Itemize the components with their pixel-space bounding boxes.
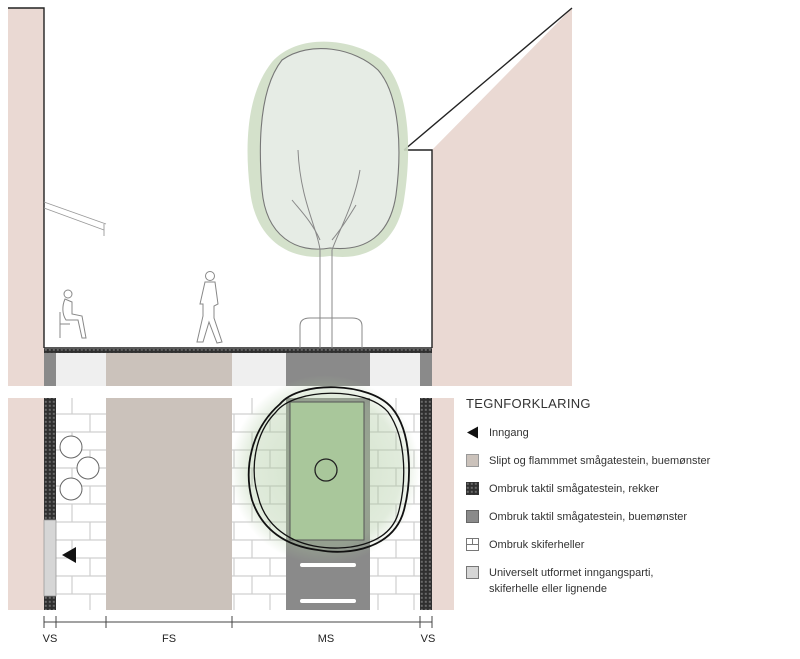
legend: TEGNFORKLARING Inngang Slipt og flammmet… bbox=[466, 396, 796, 609]
tree-elevation bbox=[247, 41, 409, 348]
street-plan bbox=[8, 375, 454, 610]
seat-circle bbox=[76, 456, 100, 480]
legend-label: Inngang bbox=[489, 427, 529, 439]
legend-item-entrance: Inngang bbox=[466, 425, 796, 441]
dimension-label-ms: MS bbox=[318, 633, 335, 645]
legend-label: Ombruk taktil smågatestein, rekker bbox=[489, 483, 659, 495]
dimension-label-vs-left: VS bbox=[43, 633, 58, 645]
tactile-rows-right bbox=[420, 398, 432, 610]
stair-railing bbox=[43, 201, 107, 236]
left-building bbox=[8, 8, 44, 386]
universal-entrance bbox=[43, 519, 57, 597]
legend-label: Ombruk skiferheller bbox=[489, 539, 585, 551]
seat-circle bbox=[59, 477, 83, 501]
entrance-arrow-icon bbox=[467, 426, 478, 439]
seated-person-icon bbox=[59, 289, 87, 339]
legend-item-tactile-arc: Ombruk taktil smågatestein, buemønster bbox=[466, 509, 796, 525]
slate-swatch-icon bbox=[466, 538, 479, 551]
tactile-rows-swatch-icon bbox=[466, 482, 479, 495]
street-section bbox=[8, 7, 573, 386]
sand-swatch-icon bbox=[466, 454, 479, 467]
dimension-label-fs: FS bbox=[162, 633, 176, 645]
universal-swatch-icon bbox=[466, 566, 479, 579]
tree-plan bbox=[230, 375, 420, 565]
legend-item-sand: Slipt og flammmet smågatestein, buemønst… bbox=[466, 453, 796, 469]
legend-item-universal: Universelt utformet inngangsparti, skife… bbox=[466, 565, 796, 597]
legend-title: TEGNFORKLARING bbox=[466, 396, 591, 411]
legend-label: Slipt og flammmet smågatestein, buemønst… bbox=[489, 455, 711, 467]
legend-item-slate: Ombruk skiferheller bbox=[466, 537, 796, 553]
legend-label: Universelt utformet inngangsparti, skife… bbox=[489, 567, 654, 595]
right-building bbox=[432, 8, 572, 386]
entrance-arrow-icon bbox=[62, 547, 76, 563]
legend-label: Ombruk taktil smågatestein, buemønster bbox=[489, 511, 688, 523]
dimension-label-vs-right: VS bbox=[421, 633, 436, 645]
dimension-line bbox=[43, 616, 433, 628]
slate-paving-left bbox=[56, 398, 106, 610]
tactile-arc-swatch-icon bbox=[466, 510, 479, 523]
legend-item-tactile-rows: Ombruk taktil smågatestein, rekker bbox=[466, 481, 796, 497]
walking-person-icon bbox=[196, 271, 223, 344]
sand-carriageway bbox=[106, 398, 232, 610]
seat-circle bbox=[59, 435, 83, 459]
